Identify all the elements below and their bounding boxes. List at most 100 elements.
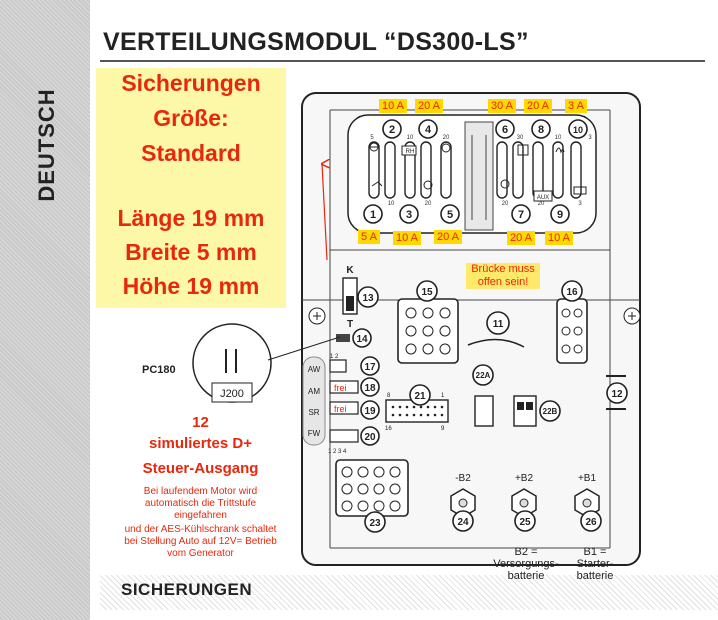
component-number: 13 (362, 293, 374, 304)
aux-label: AUX (537, 195, 549, 201)
fuse-rating-bottom: 10 A (545, 231, 574, 245)
j200-label: J200 (220, 388, 244, 400)
sr-label: SR (308, 408, 319, 417)
aw-label: AW (308, 365, 321, 374)
fuse-info-line1: Sicherungen (121, 70, 261, 96)
fuse-small-label: 20 (502, 201, 509, 207)
fuse-small-label: 10 (555, 135, 562, 141)
frei-label-am: frei (334, 383, 347, 393)
d-plus-desc-6: vom Generator (167, 548, 234, 559)
connector-22b (513, 395, 537, 427)
fuse-small-label: 20 (425, 201, 432, 207)
bridge-wire-11 (467, 338, 525, 348)
b2-note-3: batterie (507, 570, 545, 582)
d-plus-desc-2: automatisch die Trittstufe (144, 498, 257, 509)
d-plus-title-1: simuliertes D+ (149, 435, 252, 452)
rh-label: RH (406, 149, 415, 155)
component-number: 14 (356, 334, 368, 345)
fuse-small-label: 20 (443, 135, 450, 141)
fuse-info-line2: Größe: (153, 105, 229, 131)
b2-note-2: Versorgungs- (493, 558, 559, 570)
component-number: 24 (457, 517, 469, 528)
fuse-rating-top: 20 A (524, 99, 553, 113)
fuse-num-bottom: 7 (518, 209, 524, 221)
fuse-num-top: 10 (573, 125, 583, 135)
d-plus-desc-4: und der AES-Kühlschrank schaltet (124, 524, 277, 535)
page-title: VERTEILUNGSMODUL “DS300-LS” (103, 28, 529, 56)
component-number: 25 (519, 517, 531, 528)
fuse-small-label: 30 (517, 135, 524, 141)
footer-title: SICHERUNGEN (121, 580, 253, 599)
fuse-small-label: 3 (588, 135, 592, 141)
fuse-size-info: Sicherungen Größe: Standard Länge 19 mm … (96, 68, 286, 308)
fuse-small-label: 3 (578, 201, 582, 207)
pointer-arrow (322, 164, 327, 261)
fuse-rating-bottom: 20 A (507, 231, 536, 245)
fuse-height: Höhe 19 mm (122, 273, 260, 299)
fuse-rating-top: 30 A (488, 99, 517, 113)
fuse-rating-bottom: 10 A (393, 231, 422, 245)
fuse-small-label: 20 (538, 201, 545, 207)
component-number: 21 (414, 391, 426, 402)
b1-note-2: Starter- (576, 558, 614, 570)
component-number: 15 (421, 287, 433, 298)
fuse-num-bottom: 9 (557, 209, 563, 221)
fuse-width: Breite 5 mm (125, 239, 257, 265)
component-number: 17 (364, 362, 376, 373)
component-number: 11 (493, 319, 504, 330)
fuse-rating-bottom: 20 A (434, 230, 463, 244)
component-number: 18 (364, 383, 376, 394)
pc180-label: PC180 (142, 364, 176, 376)
component-number: 20 (364, 432, 376, 443)
plus-b2-label: +B2 (515, 473, 534, 484)
fuse-small-label: 10 (388, 201, 395, 207)
pins-12-label: 1 2 (330, 354, 339, 360)
fuse-rating-bottom: 5 A (358, 230, 380, 244)
c21-pin-label: 1 (441, 393, 445, 399)
fuse-small-label: 10 (407, 135, 414, 141)
fuse-num-bottom: 1 (370, 209, 376, 221)
b2-note-1: B2 = (514, 546, 538, 558)
c21-pin-label: 16 (385, 426, 392, 432)
component-number: 26 (585, 517, 597, 528)
plus-b1-label: +B1 (578, 473, 597, 484)
sidebar-pattern (0, 0, 90, 620)
k-label: K (346, 265, 354, 276)
d-plus-desc-1: Bei laufendem Motor wird (143, 486, 258, 497)
d-plus-title-2: Steuer-Ausgang (142, 460, 259, 477)
d-plus-desc-5: bei Stellung Auto auf 12V= Betrieb (124, 536, 277, 547)
footer-pattern (100, 575, 718, 610)
frei-label-sr: frei (334, 404, 347, 414)
t-label: T (347, 319, 353, 330)
pins-1234-label: 1 2 3 4 (328, 449, 347, 455)
am-label: AM (308, 387, 320, 396)
fuse-rating-top: 10 A (379, 99, 408, 113)
c21-pin-label: 8 (387, 393, 391, 399)
d-plus-desc-3: eingefahren (174, 510, 227, 521)
fuse-num-bottom: 3 (406, 209, 412, 221)
component-number: 22A (476, 371, 491, 380)
c21-pin-label: 9 (441, 426, 445, 432)
fuse-small-label: 5 (370, 135, 374, 141)
fuse-num-top: 4 (425, 124, 432, 136)
title-divider (100, 60, 705, 62)
fuse-rating-top: 20 A (415, 99, 444, 113)
fuse-symbol-icons (369, 142, 587, 202)
component-14-body (336, 334, 350, 342)
component-number: 22B (543, 407, 558, 416)
component-number: 16 (566, 287, 578, 298)
component-number: 23 (369, 518, 381, 529)
component-number: 19 (364, 406, 376, 417)
fuse-num-bottom: 5 (447, 209, 453, 221)
fuse-rating-top: 3 A (565, 99, 587, 113)
d-plus-number: 12 (192, 414, 209, 431)
minus-b2-label: -B2 (455, 473, 471, 484)
component-number: 12 (611, 389, 623, 400)
b1-note-3: batterie (576, 570, 614, 582)
fw-label: FW (308, 429, 321, 438)
bridge-note: Brücke muss offen sein! (466, 263, 540, 289)
fuse-length: Länge 19 mm (117, 205, 265, 231)
connector-22a (474, 395, 494, 427)
fuse-num-top: 2 (389, 124, 395, 136)
